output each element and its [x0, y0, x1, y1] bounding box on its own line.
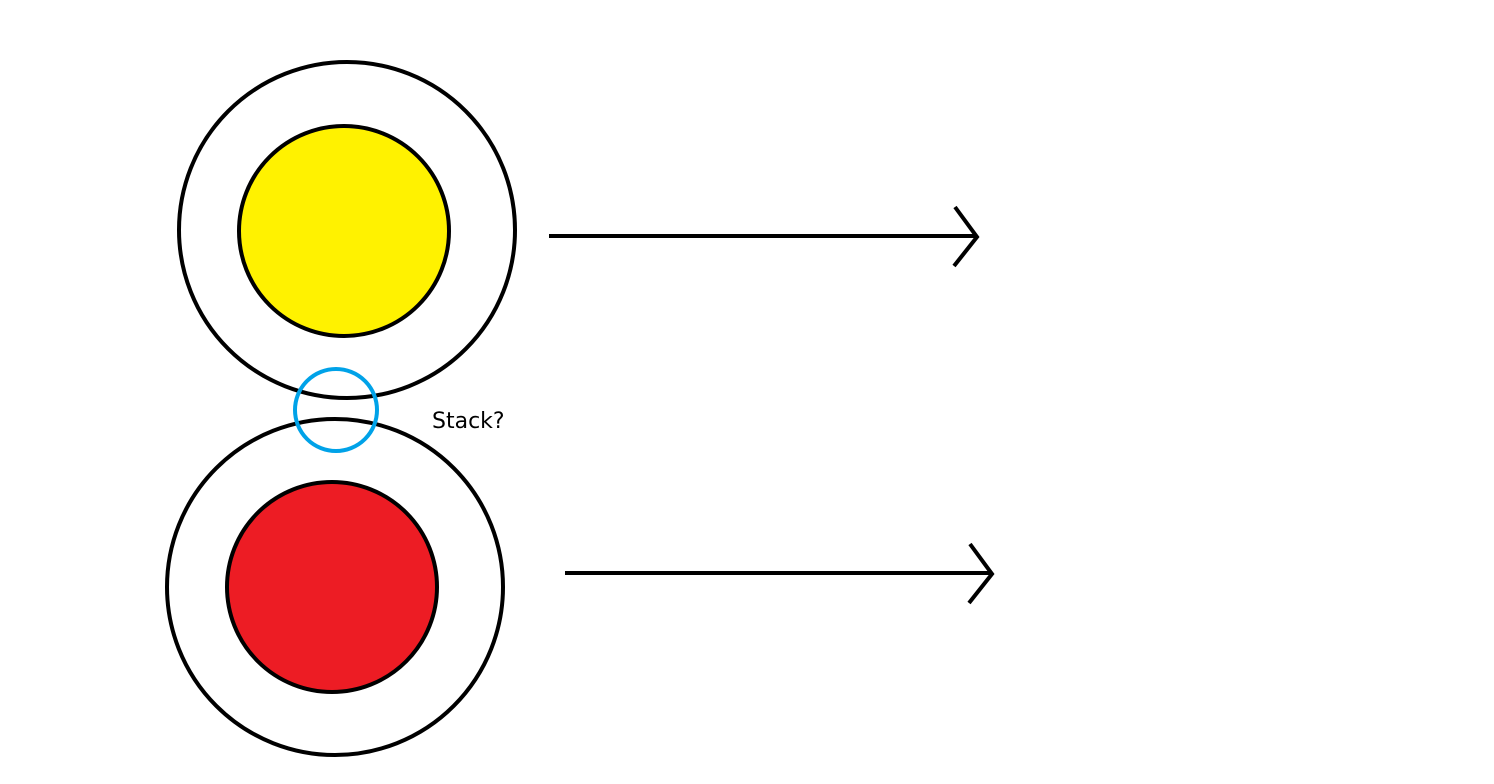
top-arrow — [549, 205, 980, 268]
top-inner-yellow-circle — [237, 124, 451, 338]
top-outer-ring — [177, 60, 517, 400]
bottom-inner-red-circle — [225, 480, 439, 694]
top-target — [177, 60, 517, 400]
overlap-highlight-circle — [293, 367, 379, 453]
bottom-arrow-head — [967, 542, 995, 605]
top-arrow-head — [952, 205, 980, 268]
bottom-arrow — [565, 542, 995, 605]
bottom-outer-ring — [165, 417, 505, 757]
bottom-target — [165, 417, 505, 757]
stack-annotation: Stack? — [432, 409, 505, 434]
